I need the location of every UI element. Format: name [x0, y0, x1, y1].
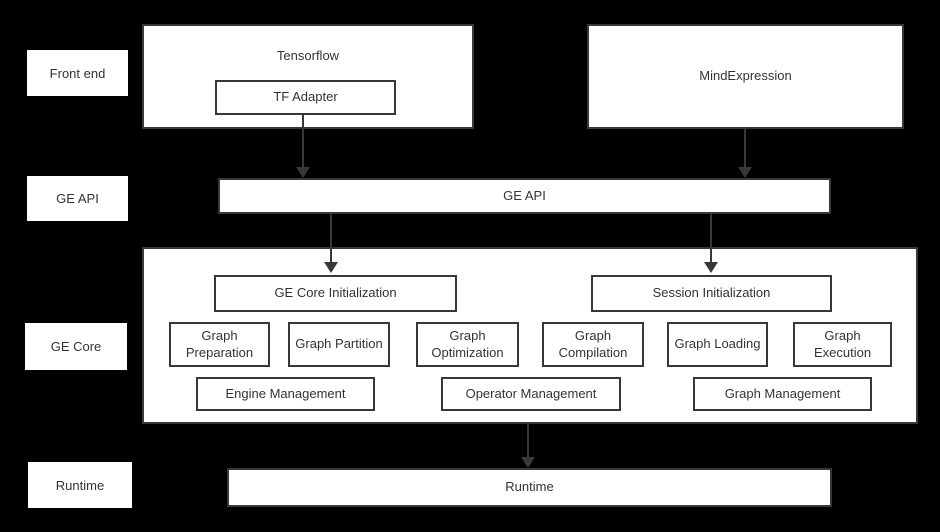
arrow-head-icon — [521, 457, 535, 468]
operator-management-box: Operator Management — [441, 377, 621, 411]
layer-label-front-end: Front end — [27, 50, 128, 96]
layer-label-ge-core: GE Core — [25, 323, 127, 370]
arrow-ge-api-to-ge-core-initialization — [324, 214, 338, 273]
arrow-mindexpression-to-ge-api — [738, 129, 752, 178]
tensorflow-box: Tensorflow TF Adapter — [142, 24, 474, 129]
graph-loading-box: Graph Loading — [667, 322, 768, 367]
graph-compilation-box: Graph Compilation — [542, 322, 644, 367]
arrow-tf-adapter-to-ge-api — [296, 115, 310, 178]
arrow-ge-api-to-session-initialization — [704, 214, 718, 273]
graph-management-box: Graph Management — [693, 377, 872, 411]
mindexpression-box: MindExpression — [587, 24, 904, 129]
ge-core-initialization-box: GE Core Initialization — [214, 275, 457, 312]
arrow-head-icon — [738, 167, 752, 178]
session-initialization-box: Session Initialization — [591, 275, 832, 312]
ge-core-container: GE Core Initialization Session Initializ… — [142, 247, 918, 424]
tensorflow-label: Tensorflow — [276, 48, 340, 63]
arrow-ge-core-to-runtime — [521, 424, 535, 468]
arrow-shaft — [744, 129, 746, 168]
arrow-shaft — [710, 214, 712, 263]
layer-label-ge-api: GE API — [27, 176, 128, 221]
arrow-head-icon — [704, 262, 718, 273]
engine-management-box: Engine Management — [196, 377, 375, 411]
ge-api-bar: GE API — [218, 178, 831, 214]
tf-adapter-box: TF Adapter — [215, 80, 396, 115]
graph-execution-box: Graph Execution — [793, 322, 892, 367]
runtime-bar: Runtime — [227, 468, 832, 507]
graph-optimization-box: Graph Optimization — [416, 322, 519, 367]
graph-partition-box: Graph Partition — [288, 322, 390, 367]
arrow-shaft — [330, 214, 332, 263]
arrow-head-icon — [324, 262, 338, 273]
arrow-shaft — [302, 115, 304, 168]
arrow-head-icon — [296, 167, 310, 178]
arrow-shaft — [527, 424, 529, 458]
layer-label-runtime: Runtime — [28, 462, 132, 508]
graph-preparation-box: Graph Preparation — [169, 322, 270, 367]
